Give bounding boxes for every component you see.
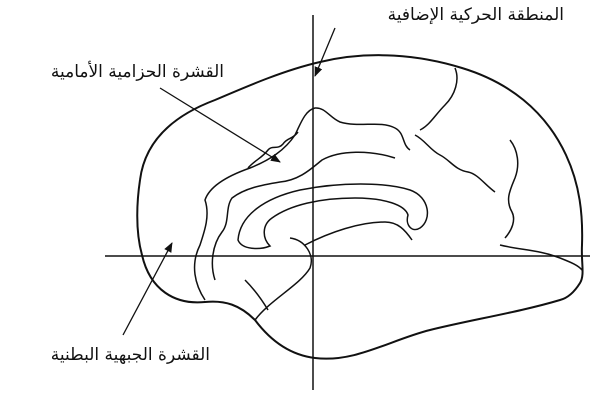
- arrow-anterior-cingulate-cortex: [160, 88, 280, 162]
- brainstem-contour: [255, 238, 311, 320]
- frontal-sulcus: [248, 132, 298, 168]
- arrow-ventromedial-prefrontal-cortex: [123, 243, 172, 335]
- label-anterior-cingulate-cortex: القشرة الحزامية الأمامية: [51, 64, 224, 81]
- label-ventromedial-prefrontal-cortex: القشرة الجبهية البطنية: [51, 347, 210, 364]
- occipital-sulcus: [505, 140, 518, 238]
- fornix: [305, 222, 412, 245]
- calcarine-sulcus: [500, 245, 582, 270]
- upper-parietal-curve: [420, 68, 457, 130]
- brain-outline: [137, 55, 582, 359]
- label-supplementary-motor-area: المنطقة الحركية الإضافية: [388, 7, 564, 24]
- parietal-sulcus: [415, 135, 495, 192]
- corpus-callosum: [238, 184, 427, 248]
- arrow-supplementary-motor-area: [315, 28, 335, 76]
- orbitofrontal-sulcus: [245, 280, 268, 310]
